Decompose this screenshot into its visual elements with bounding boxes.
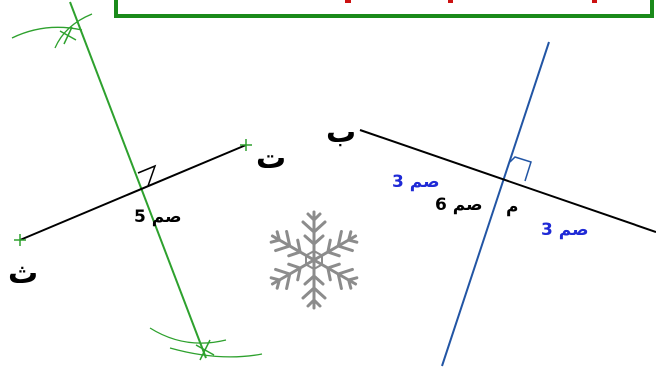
segment-ta-tha [19, 144, 247, 241]
banner-text-fragment [592, 0, 597, 3]
point-label-ba: ب [326, 115, 356, 150]
point-label-tha: ث [8, 256, 38, 291]
segment-ba [359, 129, 656, 233]
banner-text-fragment [345, 0, 351, 3]
right-angle-marker [509, 156, 532, 182]
compass-arc-top [11, 26, 83, 39]
perpendicular-line-blue [441, 41, 550, 367]
perpendicular-bisector-line [69, 1, 207, 359]
length-label-left: 5 صم [134, 207, 182, 227]
arc-intersection-mark [59, 26, 77, 45]
endpoint-tick [14, 234, 26, 246]
point-label-ta: ت [256, 141, 286, 176]
endpoint-tick [240, 139, 252, 151]
right-angle-marker [137, 164, 157, 187]
instruction-banner [114, 0, 654, 18]
length-label-full: 6 صم [435, 195, 483, 215]
midpoint-label: م [506, 197, 518, 217]
snowflake-icon [265, 210, 363, 310]
length-label-half-right: 3 صم [541, 220, 589, 240]
compass-arc-top [54, 13, 93, 49]
banner-text-fragment [448, 0, 453, 3]
length-label-half-left: 3 صم [392, 172, 440, 192]
compass-arc-bottom [149, 327, 227, 344]
compass-arc-bottom [169, 347, 263, 358]
arc-intersection-mark [195, 339, 215, 361]
